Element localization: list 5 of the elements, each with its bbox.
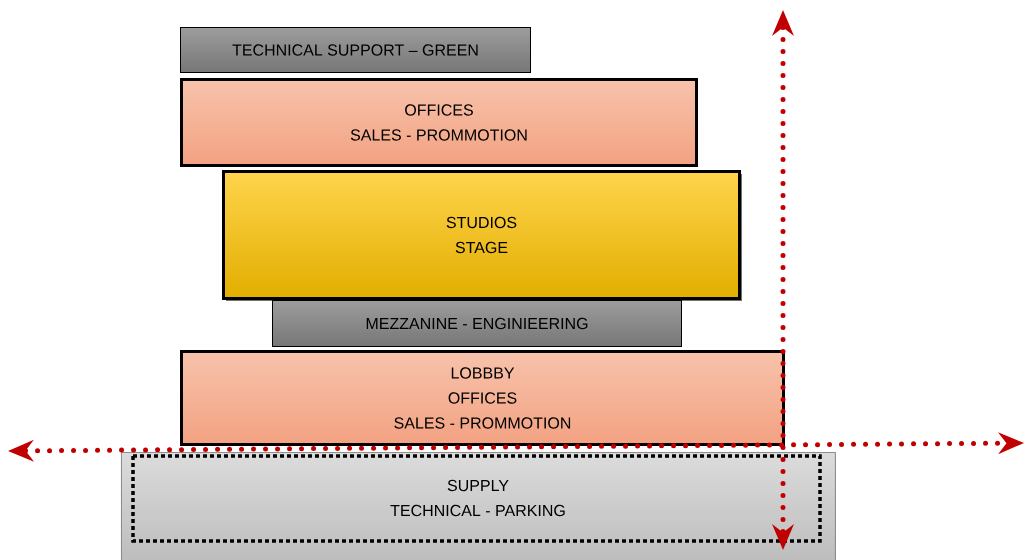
floor-box: SUPPLY TECHNICAL - PARKING (121, 452, 836, 560)
floor-box: OFFICES SALES - PROMMOTION (180, 78, 698, 167)
floor-box: MEZZANINE - ENGINIEERING (272, 300, 682, 347)
floor-box: LOBBBY OFFICES SALES - PROMMOTION (180, 350, 785, 446)
floor-box: TECHNICAL SUPPORT – GREEN (180, 27, 531, 73)
